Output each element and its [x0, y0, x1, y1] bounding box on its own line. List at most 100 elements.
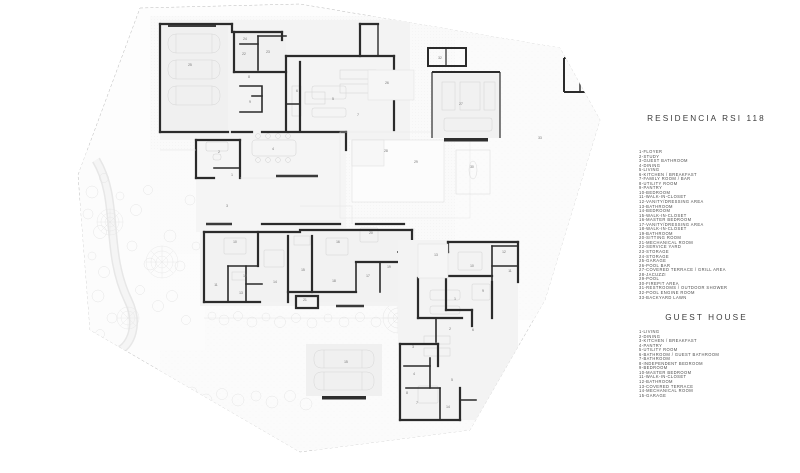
room-tag-residence-21: 21 — [303, 298, 307, 302]
room-tag-residence-13: 13 — [239, 291, 243, 295]
residence-legend-item-7: 7-FAMILY ROOM / BAR — [639, 176, 691, 182]
residence-legend-item-15: 15-WALK-IN-CLOSET — [639, 212, 687, 218]
guest-house-legend-item-6: 6-BATHROOM / GUEST BATHROOM — [639, 351, 720, 357]
room-tag-guest-14: 14 — [446, 405, 450, 409]
room-tag-residence-11: 11 — [214, 283, 218, 287]
room-tag-residence-25: 25 — [188, 63, 192, 67]
room-tag-residence-22: 22 — [242, 52, 246, 56]
residence-legend-item-4: 4-DINING — [639, 162, 661, 168]
residence-legend-item-30: 30-FIREPIT AREA — [639, 280, 679, 286]
residence-legend-item-27: 27-COVERED TERRACE / GRILL AREA — [639, 267, 726, 273]
room-tag-guest-11: 11 — [508, 269, 512, 273]
room-living-5 — [311, 85, 347, 118]
residence-legend-item-19: 19-BATHROOM — [639, 230, 673, 236]
paving-edges — [160, 149, 398, 319]
room-tag-residence-12: 12 — [243, 274, 247, 278]
room-tag-guest-2: 2 — [449, 327, 451, 331]
pool-bar-26 — [367, 69, 415, 101]
room-tag-residence-30: 30 — [470, 165, 474, 169]
guest-house-legend-item-9: 9-BEDROOM — [639, 365, 668, 371]
covered-terrace-27 — [431, 71, 501, 142]
guest-house-legend-title: GUEST HOUSE — [665, 313, 748, 322]
residence-legend-item-5: 5-LIVING — [639, 167, 660, 173]
room-tag-residence-33: 33 — [538, 136, 542, 140]
residence-legend-item-24: 24-STORAGE — [639, 253, 670, 259]
room-tag-residence-31: 31 — [581, 70, 585, 74]
room-tag-residence-20: 20 — [369, 231, 373, 235]
room-tag-residence-10: 10 — [233, 240, 237, 244]
residence-legend-item-1: 1-FLOYER — [639, 149, 663, 154]
pool-engine-room-32 — [427, 47, 467, 67]
residence-legend-item-13: 13-BATHROOM — [639, 203, 673, 209]
guest-house-legend-item-5: 5-UTILITY ROOM — [639, 347, 678, 353]
room-tag-residence-14: 14 — [273, 280, 277, 284]
guest-house-legend-item-12: 12-BATHROOM — [639, 379, 673, 385]
residence-openings — [206, 174, 364, 308]
residence-legend-item-26: 26-POOL BAR — [639, 262, 671, 268]
residence-legend-item-6: 6-KITCHEN / BREAKFAST — [639, 171, 697, 177]
residence-building — [158, 20, 415, 310]
room-tag-residence-2: 2 — [218, 150, 220, 154]
room-tag-residence-28: 28 — [384, 149, 388, 153]
guest-house-legend-item-13: 13-COVERED TERRACE — [639, 383, 694, 389]
room-tag-residence-5: 5 — [332, 97, 334, 101]
room-tag-guest-1: 1 — [454, 297, 456, 301]
residence-legend-item-23: 23-STORAGE — [639, 249, 670, 255]
room-tag-residence-9: 9 — [249, 100, 251, 104]
room-tag-guest-8: 8 — [406, 391, 408, 395]
guest-garage-15 — [306, 344, 382, 400]
residence-legend-item-22: 22-SERVICE YARD — [639, 244, 682, 250]
guest-house-legend-item-11: 11-WALK-IN-CLOSET — [639, 374, 687, 380]
room-tag-residence-27: 27 — [459, 102, 463, 106]
room-tag-residence-19: 19 — [387, 265, 391, 269]
room-tag-guest-12: 12 — [502, 250, 506, 254]
residence-legend-item-28: 28-JACUZZI — [639, 271, 666, 277]
guest-house-legend-item-1: 1-LIVING — [639, 329, 660, 334]
residence-legend-item-17: 17-VANITY/DRESSING AREA — [639, 221, 704, 227]
room-tag-residence-4: 4 — [272, 147, 274, 151]
guest-house-legend-item-14: 14-MECHANICAL ROOM — [639, 388, 694, 394]
residence-legend-item-11: 11-WALK-IN-CLOSET — [639, 194, 687, 200]
residence-walls — [158, 22, 414, 310]
room-tag-guest-3: 3 — [412, 345, 414, 349]
guest-covered-terrace-13 — [417, 243, 449, 279]
residence-legend-item-10: 10-BEDROOM — [639, 189, 671, 195]
residence-legend-item-9: 9-PANTRY — [639, 185, 663, 191]
room-tag-guest-6: 6 — [472, 328, 474, 332]
room-tag-residence-17: 17 — [366, 274, 370, 278]
guest-house-legend-item-2: 2-DINING — [639, 333, 661, 339]
room-dining-4 — [251, 133, 297, 163]
room-tag-residence-18: 18 — [332, 279, 336, 283]
room-tag-residence-1: 1 — [231, 173, 233, 177]
room-tag-residence-15: 15 — [301, 268, 305, 272]
landscape-garden — [80, 150, 205, 355]
guest-house-legend-item-8: 8-INDEPENDENT BEDROOM — [639, 360, 704, 366]
plan-svg: 1234567891011121314151617181920212223242… — [77, 3, 601, 453]
guest-house-legend-item-15: 15-GARAGE — [639, 392, 667, 398]
guest-house-legend-item-10: 10-MASTER BEDROOM — [639, 369, 692, 375]
room-garage-25 — [160, 24, 228, 130]
rooms-service-upper — [234, 32, 286, 70]
residence-legend-item-8: 8-UTILITY ROOM — [639, 180, 678, 186]
guest-house-legend-item-7: 7-BATHROOM — [639, 356, 671, 362]
room-tag-guest-9: 9 — [482, 289, 484, 293]
residence-legend-item-12: 12-VANITY/DRESSING AREA — [639, 199, 704, 205]
pool-terrace-zone — [339, 47, 598, 219]
room-tag-residence-23: 23 — [266, 50, 270, 54]
room-tag-guest-15: 15 — [344, 360, 348, 364]
guest-house-legend-item-4: 4-PANTRY — [639, 342, 663, 348]
room-study-2 — [205, 141, 229, 161]
residence-legend-item-14: 14-BEDROOM — [639, 208, 671, 214]
residence-legend-item-25: 25-GARAGE — [639, 258, 667, 264]
room-tag-guest-10: 10 — [470, 264, 474, 268]
residence-legend-item-29: 29-POOL — [639, 276, 660, 282]
room-tag-residence-6: 6 — [296, 89, 298, 93]
room-tag-guest-7: 7 — [416, 401, 418, 405]
room-tag-residence-8: 8 — [248, 75, 250, 79]
residence-legend-item-16: 16-MASTER BEDROOM — [639, 217, 692, 223]
